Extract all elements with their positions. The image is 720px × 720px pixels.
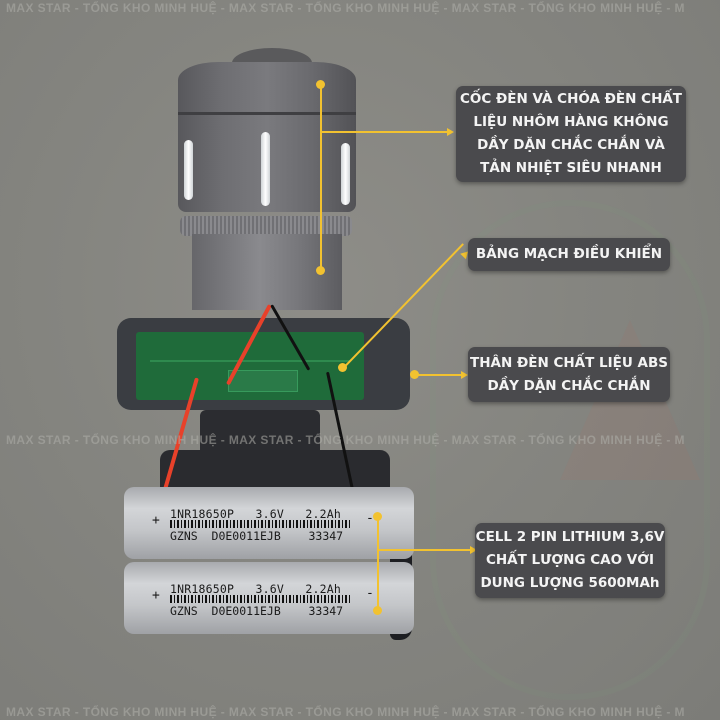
callout-control-board: BẢNG MẠCH ĐIỀU KHIỂN (468, 238, 670, 271)
positive-terminal-mark: + (152, 588, 160, 603)
cell-serial-text: GZNS D0E0011EJB 33347 (170, 604, 344, 618)
leader-line (320, 84, 322, 270)
callout-line: BẢNG MẠCH ĐIỀU KHIỂN (475, 246, 663, 262)
leader-line (321, 131, 447, 133)
callout-line: DẦY DẶN CHẮC CHẮN VÀ (477, 137, 665, 153)
watermark-top: MAX STAR - TỔNG KHO MINH HUỆ - MAX STAR … (6, 1, 685, 15)
cell-spec-text: 1NR18650P 3.6V 2.2Ah (170, 507, 341, 521)
cell-barcode (170, 520, 352, 528)
leader-line (415, 374, 461, 376)
callout-line: CELL 2 PIN LITHIUM 3,6V (475, 529, 665, 545)
arrow-icon (447, 128, 454, 136)
strap-bracket (160, 450, 390, 490)
callout-line: CỐC ĐÈN VÀ CHÓA ĐÈN CHẤT (459, 91, 683, 107)
watermark-middle: MAX STAR - TỔNG KHO MINH HUỆ - MAX STAR … (6, 433, 685, 447)
leader-dot (410, 370, 419, 379)
battery-cell: + 1NR18650P 3.6V 2.2Ah GZNS D0E0011EJB 3… (124, 562, 414, 634)
pcb-trace (150, 360, 350, 362)
leader-dot (338, 363, 347, 372)
callout-line: CHẤT LƯỢNG CAO VỚI (485, 552, 655, 568)
lamp-cup-groove (178, 112, 356, 115)
callout-battery: CELL 2 PIN LITHIUM 3,6V CHẤT LƯỢNG CAO V… (475, 523, 665, 598)
callout-lamp-cup: CỐC ĐÈN VÀ CHÓA ĐÈN CHẤT LIỆU NHÔM HÀNG … (456, 86, 686, 182)
leader-dot (316, 266, 325, 275)
positive-terminal-mark: + (152, 513, 160, 528)
cell-barcode (170, 595, 352, 603)
callout-line: DUNG LƯỢNG 5600MAh (480, 575, 660, 591)
background-logo-ring (430, 200, 710, 700)
lamp-slot-right (341, 143, 350, 205)
arrow-icon (470, 546, 477, 554)
callout-line: TẢN NHIỆT SIÊU NHANH (480, 160, 662, 176)
lamp-knurled-ring (180, 216, 352, 236)
cell-spec-text: 1NR18650P 3.6V 2.2Ah (170, 582, 341, 596)
callout-line: THÂN ĐÈN CHẤT LIỆU ABS (469, 354, 669, 371)
lamp-slot-center (261, 132, 270, 206)
watermark-bottom: MAX STAR - TỔNG KHO MINH HUỆ - MAX STAR … (6, 705, 685, 719)
negative-terminal-mark: - (366, 511, 374, 526)
negative-terminal-mark: - (366, 586, 374, 601)
callout-line: LIỆU NHÔM HÀNG KHÔNG (473, 114, 669, 130)
callout-line: DẦY DẶN CHẮC CHẮN (487, 377, 651, 394)
lamp-slot-left (184, 140, 193, 200)
cell-serial-text: GZNS D0E0011EJB 33347 (170, 529, 344, 543)
leader-line (378, 549, 470, 551)
battery-cell: + 1NR18650P 3.6V 2.2Ah GZNS D0E0011EJB 3… (124, 487, 414, 559)
leader-dot (373, 606, 382, 615)
leader-line (377, 516, 379, 610)
pcb-component (228, 370, 298, 392)
callout-abs-body: THÂN ĐÈN CHẤT LIỆU ABS DẦY DẶN CHẮC CHẮN (468, 347, 670, 402)
arrow-icon (461, 371, 468, 379)
